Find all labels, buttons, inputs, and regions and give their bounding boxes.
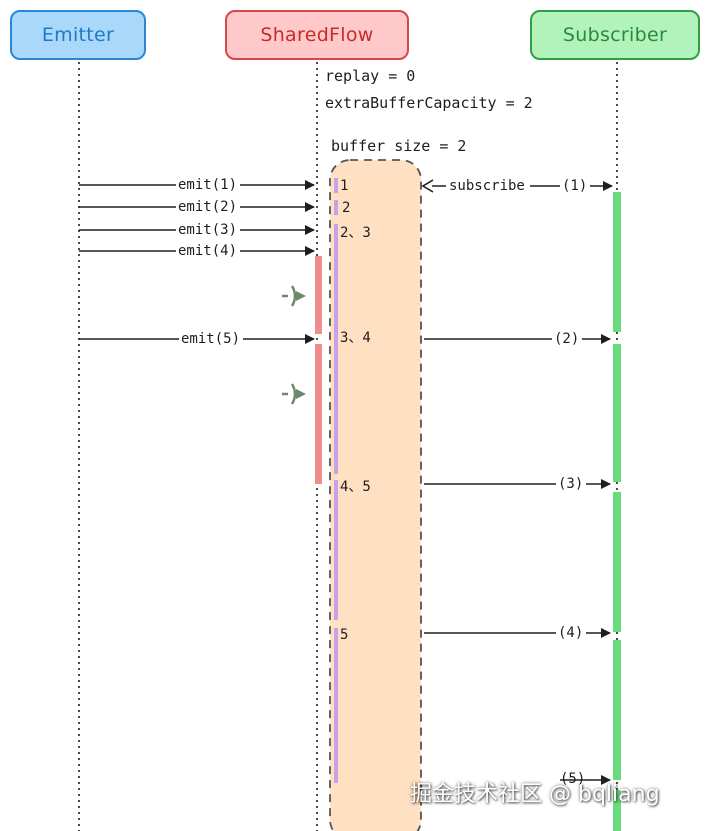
delivery-label-1: (1) bbox=[562, 178, 588, 194]
buffer-state-4: 3、4 bbox=[340, 330, 371, 346]
subscribe-label: subscribe bbox=[449, 178, 525, 194]
buffer-activity-5 bbox=[334, 628, 338, 783]
buffer-activity-4 bbox=[334, 480, 338, 620]
subscribe-open-arrowhead bbox=[421, 179, 434, 193]
buffer-state-2: 2 bbox=[342, 200, 351, 216]
config-extra-buffer: extraBufferCapacity = 2 bbox=[325, 94, 533, 112]
buffer-state-6: 5 bbox=[340, 627, 349, 643]
buffer-state-5: 4、5 bbox=[340, 479, 371, 495]
config-replay: replay = 0 bbox=[325, 67, 416, 85]
emit-label-2: emit(2) bbox=[178, 199, 238, 215]
subscriber-bar-5 bbox=[613, 790, 621, 831]
delivery-label-3: (3) bbox=[558, 476, 584, 492]
buffer-activity-2 bbox=[334, 200, 338, 215]
emitter-suspend-bar-2 bbox=[315, 344, 322, 484]
config-buffer-size: buffer size = 2 bbox=[331, 137, 467, 155]
suspend-icon bbox=[282, 383, 306, 405]
subscriber-bar-3 bbox=[613, 492, 621, 632]
delivery-label-2: (2) bbox=[554, 331, 580, 347]
buffer-activity-1 bbox=[334, 178, 338, 193]
actor-emitter: Emitter bbox=[10, 10, 146, 60]
suspend-icon bbox=[282, 285, 306, 307]
actor-subscriber: Subscriber bbox=[530, 10, 700, 60]
watermark: 掘金技术社区 @ bqliang bbox=[410, 782, 660, 807]
delivery-label-4: (4) bbox=[558, 625, 584, 641]
subscriber-bar-2 bbox=[613, 344, 621, 482]
buffer-state-1: 1 bbox=[340, 178, 349, 194]
emitter-suspend-bar-1 bbox=[315, 256, 322, 334]
emit-label-3: emit(3) bbox=[178, 222, 238, 238]
buffer-region bbox=[329, 159, 422, 831]
buffer-state-3: 2、3 bbox=[340, 225, 371, 241]
emit-label-5: emit(5) bbox=[181, 331, 241, 347]
delivery-label-5: (5) bbox=[560, 771, 586, 787]
actor-sharedflow: SharedFlow bbox=[225, 10, 409, 60]
subscriber-bar-4 bbox=[613, 640, 621, 780]
emit-label-4: emit(4) bbox=[178, 243, 238, 259]
buffer-activity-3 bbox=[334, 224, 338, 474]
emit-label-1: emit(1) bbox=[178, 177, 238, 193]
subscriber-bar-1 bbox=[613, 192, 621, 332]
